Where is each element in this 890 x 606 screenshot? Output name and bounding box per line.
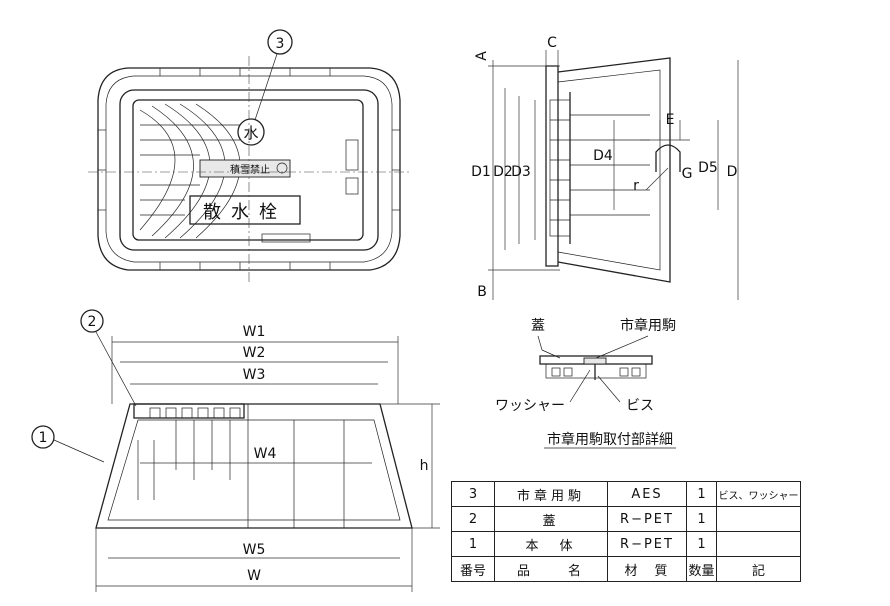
dim-d5: D5 — [698, 160, 718, 176]
label-emblem: 市章用駒 — [620, 317, 676, 334]
svg-text:水: 水 — [243, 124, 258, 142]
dim-d: D — [727, 164, 738, 180]
table-row: 3 市章用駒 AES 1 ビス、ワッシャー — [451, 481, 801, 507]
table-row: 1 本 体 R−PET 1 — [451, 531, 801, 557]
detail-caption: 市章用駒取付部詳細 — [547, 431, 673, 448]
label-washer: ワッシャー — [495, 398, 565, 414]
dim-d2: D2 — [493, 164, 513, 180]
cover-text: 散水栓 — [203, 202, 287, 223]
label-screw: ビス — [626, 398, 654, 414]
svg-text:3: 3 — [276, 36, 285, 52]
top-view: 水 積雪禁止 散水栓 3 — [88, 29, 412, 282]
dim-r: r — [633, 178, 639, 194]
dim-b: B — [477, 284, 487, 300]
balloon-2 — [80, 309, 104, 333]
dim-d4: D4 — [593, 148, 613, 164]
parts-table: 3 市章用駒 AES 1 ビス、ワッシャー 2 蓋 R−PET 1 1 本 体 … — [451, 481, 801, 582]
dim-w2: W2 — [243, 345, 266, 361]
dim-w: W — [247, 568, 261, 584]
balloon-1 — [31, 425, 55, 449]
label-lid: 蓋 — [531, 318, 545, 334]
table-header-row: 番号 品 名 材 質 数量 記 — [451, 556, 801, 582]
dim-w1: W1 — [243, 324, 266, 340]
dim-c: C — [547, 35, 557, 51]
badge-text: 積雪禁止 — [230, 163, 270, 176]
dim-g: G — [682, 166, 693, 182]
dim-a: A — [474, 51, 490, 61]
dim-w5: W5 — [243, 542, 266, 558]
detail-view: 蓋 市章用駒 ワッシャー ビス 市章用駒取付部詳細 — [495, 317, 676, 449]
front-view: W1 W2 W3 W4 W5 W h 2 1 — [31, 309, 440, 592]
side-section-view: A C D1 D2 D3 D4 E G r D5 D B — [471, 35, 739, 300]
svg-text:1: 1 — [39, 430, 48, 446]
svg-text:2: 2 — [88, 314, 97, 330]
dim-h: h — [420, 458, 429, 474]
dim-e: E — [666, 112, 675, 128]
emblem-piece — [237, 118, 265, 146]
dim-w4: W4 — [254, 446, 277, 462]
table-row: 2 蓋 R−PET 1 — [451, 506, 801, 532]
dim-w3: W3 — [243, 367, 266, 383]
balloon-3 — [267, 29, 293, 55]
dim-d1: D1 — [471, 164, 491, 180]
dim-d3: D3 — [511, 164, 531, 180]
